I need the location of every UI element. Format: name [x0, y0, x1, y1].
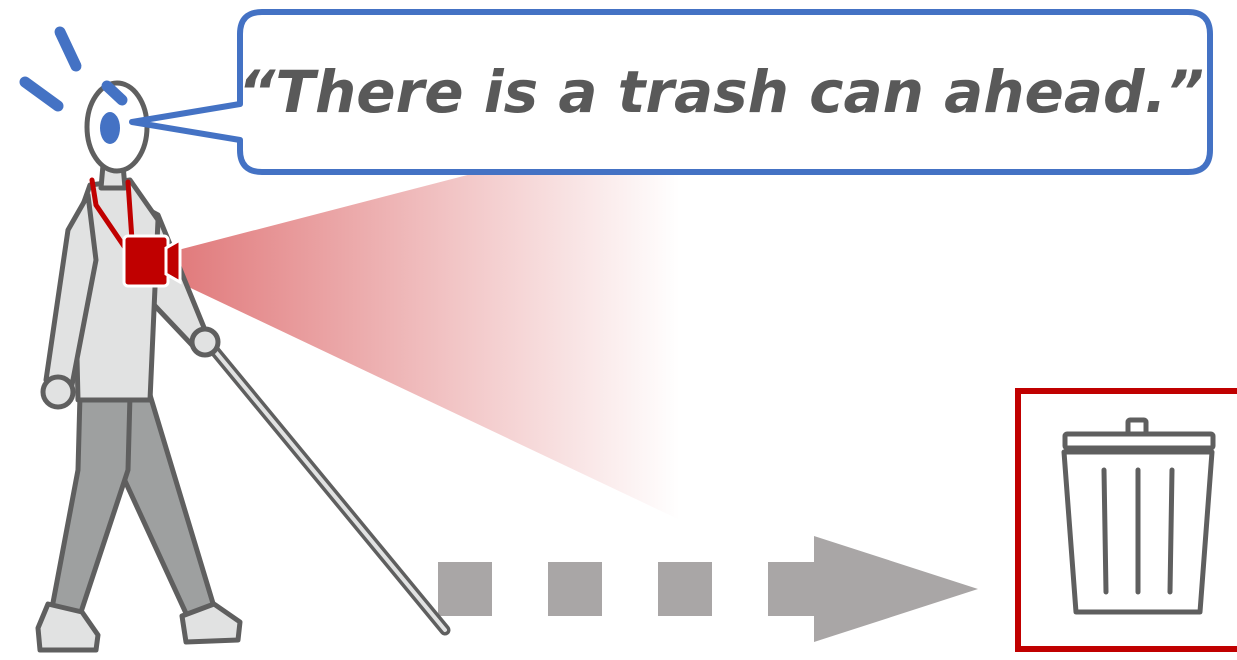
arrow-dash [658, 562, 712, 616]
speech-text: “There is a trash can ahead.” [238, 58, 1204, 126]
camera-strap [89, 177, 135, 258]
front-shoe [35, 601, 101, 653]
front-hand [40, 374, 76, 410]
arrow-dash [438, 562, 492, 616]
arrow-dash [548, 562, 602, 616]
camera-field-of-view [178, 120, 680, 520]
speech-bubble [129, 9, 1213, 175]
trash-can-icon [1061, 417, 1216, 615]
arrow-head [768, 536, 978, 642]
sound-lines [19, 26, 128, 112]
direction-arrow [438, 536, 978, 642]
back-hand [189, 326, 221, 358]
front-leg [49, 392, 133, 618]
back-shoe [179, 601, 243, 645]
chest-mounted-camera-icon [122, 234, 182, 288]
target-box [1015, 388, 1237, 652]
earphone-icon [100, 112, 120, 144]
